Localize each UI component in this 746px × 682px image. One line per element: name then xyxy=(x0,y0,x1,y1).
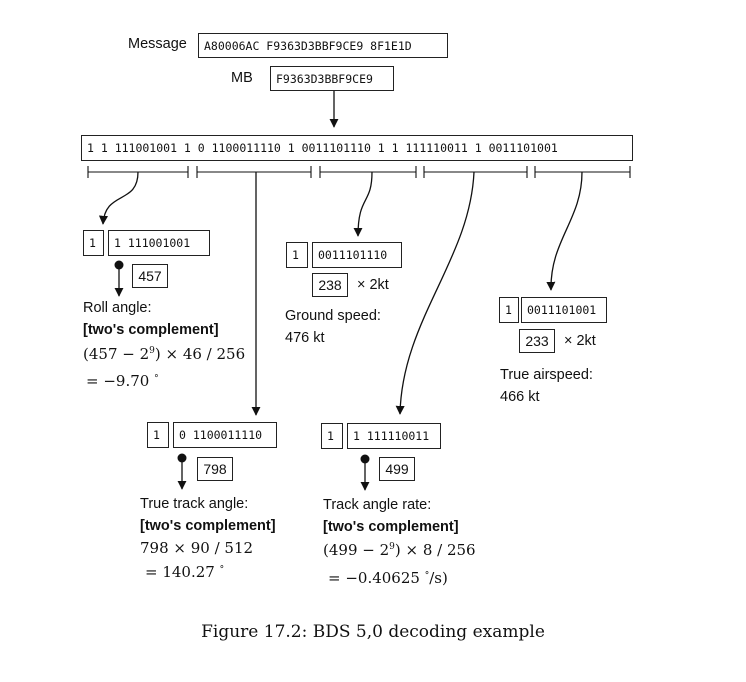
track-rate-decimal-box: 499 xyxy=(379,457,415,481)
roll-label: Roll angle: xyxy=(83,300,152,316)
roll-bits: 1 111001001 xyxy=(114,236,191,250)
roll-decimal-box: 457 xyxy=(132,264,168,288)
track-method: [two's complement] xyxy=(140,518,276,534)
track-status-bit: 1 xyxy=(153,428,160,442)
roll-bits-box: 1 111001001 xyxy=(108,230,210,256)
mb-hex-box: F9363D3BBF9CE9 xyxy=(270,66,394,91)
roll-arrow xyxy=(98,171,139,225)
mb-bits: 1 1 111001001 1 0 1100011110 1 001110111… xyxy=(87,141,558,155)
mb-bits-box: 1 1 111001001 1 0 1100011110 1 001110111… xyxy=(81,135,633,161)
ground-speed-arrow xyxy=(353,171,373,237)
track-sign-connector xyxy=(177,453,187,490)
track-rate-result: = −0.40625 °/s) xyxy=(328,569,448,587)
airspeed-status-bit: 1 xyxy=(505,303,512,317)
airspeed-bits-box: 0011101001 xyxy=(521,297,607,323)
track-status-bit-box: 1 xyxy=(147,422,169,448)
track-formula: 798 × 90 / 512 xyxy=(140,539,254,557)
track-decimal-box: 798 xyxy=(197,457,233,481)
track-rate-status-bit: 1 xyxy=(327,429,334,443)
track-rate-decimal: 499 xyxy=(385,461,409,477)
track-decimal: 798 xyxy=(203,461,227,477)
airspeed-bits: 0011101001 xyxy=(527,303,597,317)
track-rate-sign-connector xyxy=(360,454,370,491)
roll-method: [two's complement] xyxy=(83,322,219,338)
airspeed-label: True airspeed: xyxy=(500,367,593,383)
mb-hex: F9363D3BBF9CE9 xyxy=(276,71,373,86)
mb-label: MB xyxy=(231,70,253,86)
airspeed-decimal-box: 233 xyxy=(519,329,555,353)
roll-sign-connector xyxy=(114,260,124,297)
track-rate-method: [two's complement] xyxy=(323,519,459,535)
track-rate-formula: (499 − 29) × 8 / 256 xyxy=(323,541,476,559)
track-rate-label: Track angle rate: xyxy=(323,497,432,513)
ground-speed-multiplier: × 2kt xyxy=(357,277,389,293)
figure-caption: Figure 17.2: BDS 5,0 decoding example xyxy=(201,622,545,642)
ground-speed-label: Ground speed: xyxy=(285,308,381,324)
ground-speed-decimal: 238 xyxy=(318,277,342,293)
ground-speed-value: 476 kt xyxy=(285,330,325,346)
airspeed-status-bit-box: 1 xyxy=(499,297,519,323)
roll-sign-bit: 1 xyxy=(89,236,96,250)
ground-speed-decimal-box: 238 xyxy=(312,273,348,297)
roll-sign-bit-box: 1 xyxy=(83,230,104,256)
airspeed-decimal: 233 xyxy=(525,333,549,349)
message-hex: A80006AC F9363D3BBF9CE9 8F1E1D xyxy=(204,38,412,53)
airspeed-multiplier: × 2kt xyxy=(564,333,596,349)
field-brackets xyxy=(87,166,631,178)
track-bits: 0 1100011110 xyxy=(179,428,263,442)
ground-speed-bits-box: 0011101110 xyxy=(312,242,402,268)
ground-speed-bits: 0011101110 xyxy=(318,248,388,262)
track-rate-bits: 1 111110011 xyxy=(353,429,430,443)
message-hex-box: A80006AC F9363D3BBF9CE9 8F1E1D xyxy=(198,33,448,58)
track-rate-bits-box: 1 111110011 xyxy=(347,423,441,449)
airspeed-value: 466 kt xyxy=(500,389,540,405)
ground-speed-status-bit: 1 xyxy=(292,248,299,262)
track-bits-box: 0 1100011110 xyxy=(173,422,277,448)
ground-speed-status-bit-box: 1 xyxy=(286,242,308,268)
track-result: = 140.27 ° xyxy=(145,563,225,581)
track-rate-status-bit-box: 1 xyxy=(321,423,343,449)
message-label: Message xyxy=(128,36,187,52)
airspeed-arrow xyxy=(546,171,583,291)
roll-decimal: 457 xyxy=(138,268,162,284)
roll-formula: (457 − 29) × 46 / 256 xyxy=(83,345,246,363)
track-label: True track angle: xyxy=(140,496,249,512)
track-rate-arrow xyxy=(395,171,475,415)
roll-result: = −9.70 ° xyxy=(86,372,159,390)
